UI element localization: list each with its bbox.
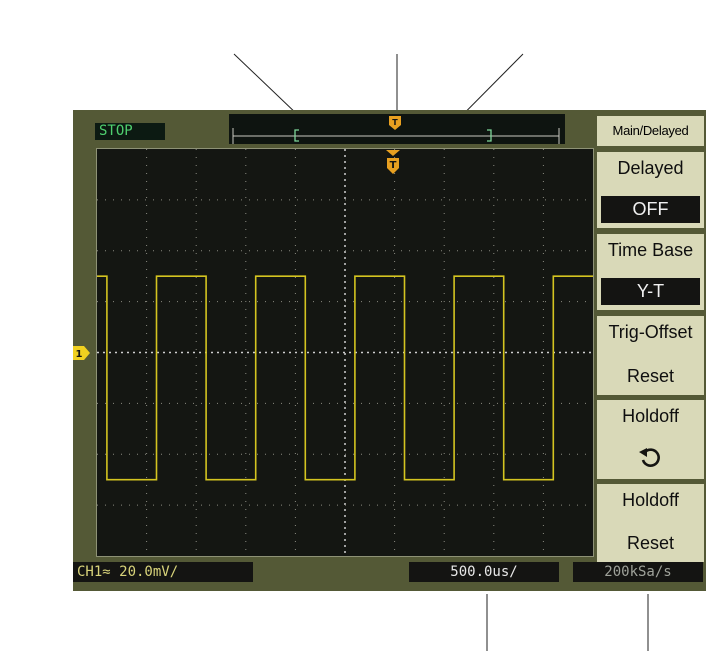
channel-1-waveform xyxy=(97,275,593,481)
time-base-button[interactable]: Time Base Y-T xyxy=(597,234,704,310)
trigger-position-icon: T xyxy=(389,115,401,130)
channel-scale-readout: CH1≈ 20.0mV/ xyxy=(73,562,253,582)
run-status-badge: STOP xyxy=(95,123,165,140)
delayed-button[interactable]: Delayed OFF xyxy=(597,152,704,228)
channel-1-marker[interactable]: 1 xyxy=(73,345,91,360)
delayed-label: Delayed xyxy=(617,158,684,178)
waveform-area xyxy=(97,149,593,556)
timebase-readout: 500.0us/ xyxy=(409,562,559,582)
holdoff-label: Holdoff xyxy=(622,406,679,426)
menu-title: Main/Delayed xyxy=(597,116,704,146)
svg-text:T: T xyxy=(390,160,397,171)
channel-1-marker-label: 1 xyxy=(76,349,83,360)
rotate-knob-icon xyxy=(638,446,662,470)
delayed-value: OFF xyxy=(601,196,700,223)
holdoff-reset-value: Reset xyxy=(626,533,675,553)
side-menu: Main/Delayed Delayed OFF Time Base Y-T T… xyxy=(597,112,704,562)
memory-position-bar: T xyxy=(229,114,565,144)
time-base-value: Y-T xyxy=(601,278,700,305)
waveform-grid: T xyxy=(96,148,594,557)
trigger-marker-icon: T xyxy=(386,150,400,174)
holdoff-reset-label: Holdoff xyxy=(622,490,679,510)
holdoff-button[interactable]: Holdoff xyxy=(597,400,704,479)
trig-offset-label: Trig-Offset xyxy=(608,322,693,342)
trig-offset-button[interactable]: Trig-Offset Reset xyxy=(597,316,704,395)
oscilloscope-screen: STOP T 1 T Main/Delayed Delayed OFF Ti xyxy=(73,110,706,591)
sample-rate-readout: 200kSa/s xyxy=(573,562,703,582)
memory-bar-graphic xyxy=(232,128,560,144)
holdoff-reset-button[interactable]: Holdoff Reset xyxy=(597,484,704,562)
trig-offset-value: Reset xyxy=(626,366,675,386)
svg-text:T: T xyxy=(392,118,398,127)
time-base-label: Time Base xyxy=(607,240,694,260)
